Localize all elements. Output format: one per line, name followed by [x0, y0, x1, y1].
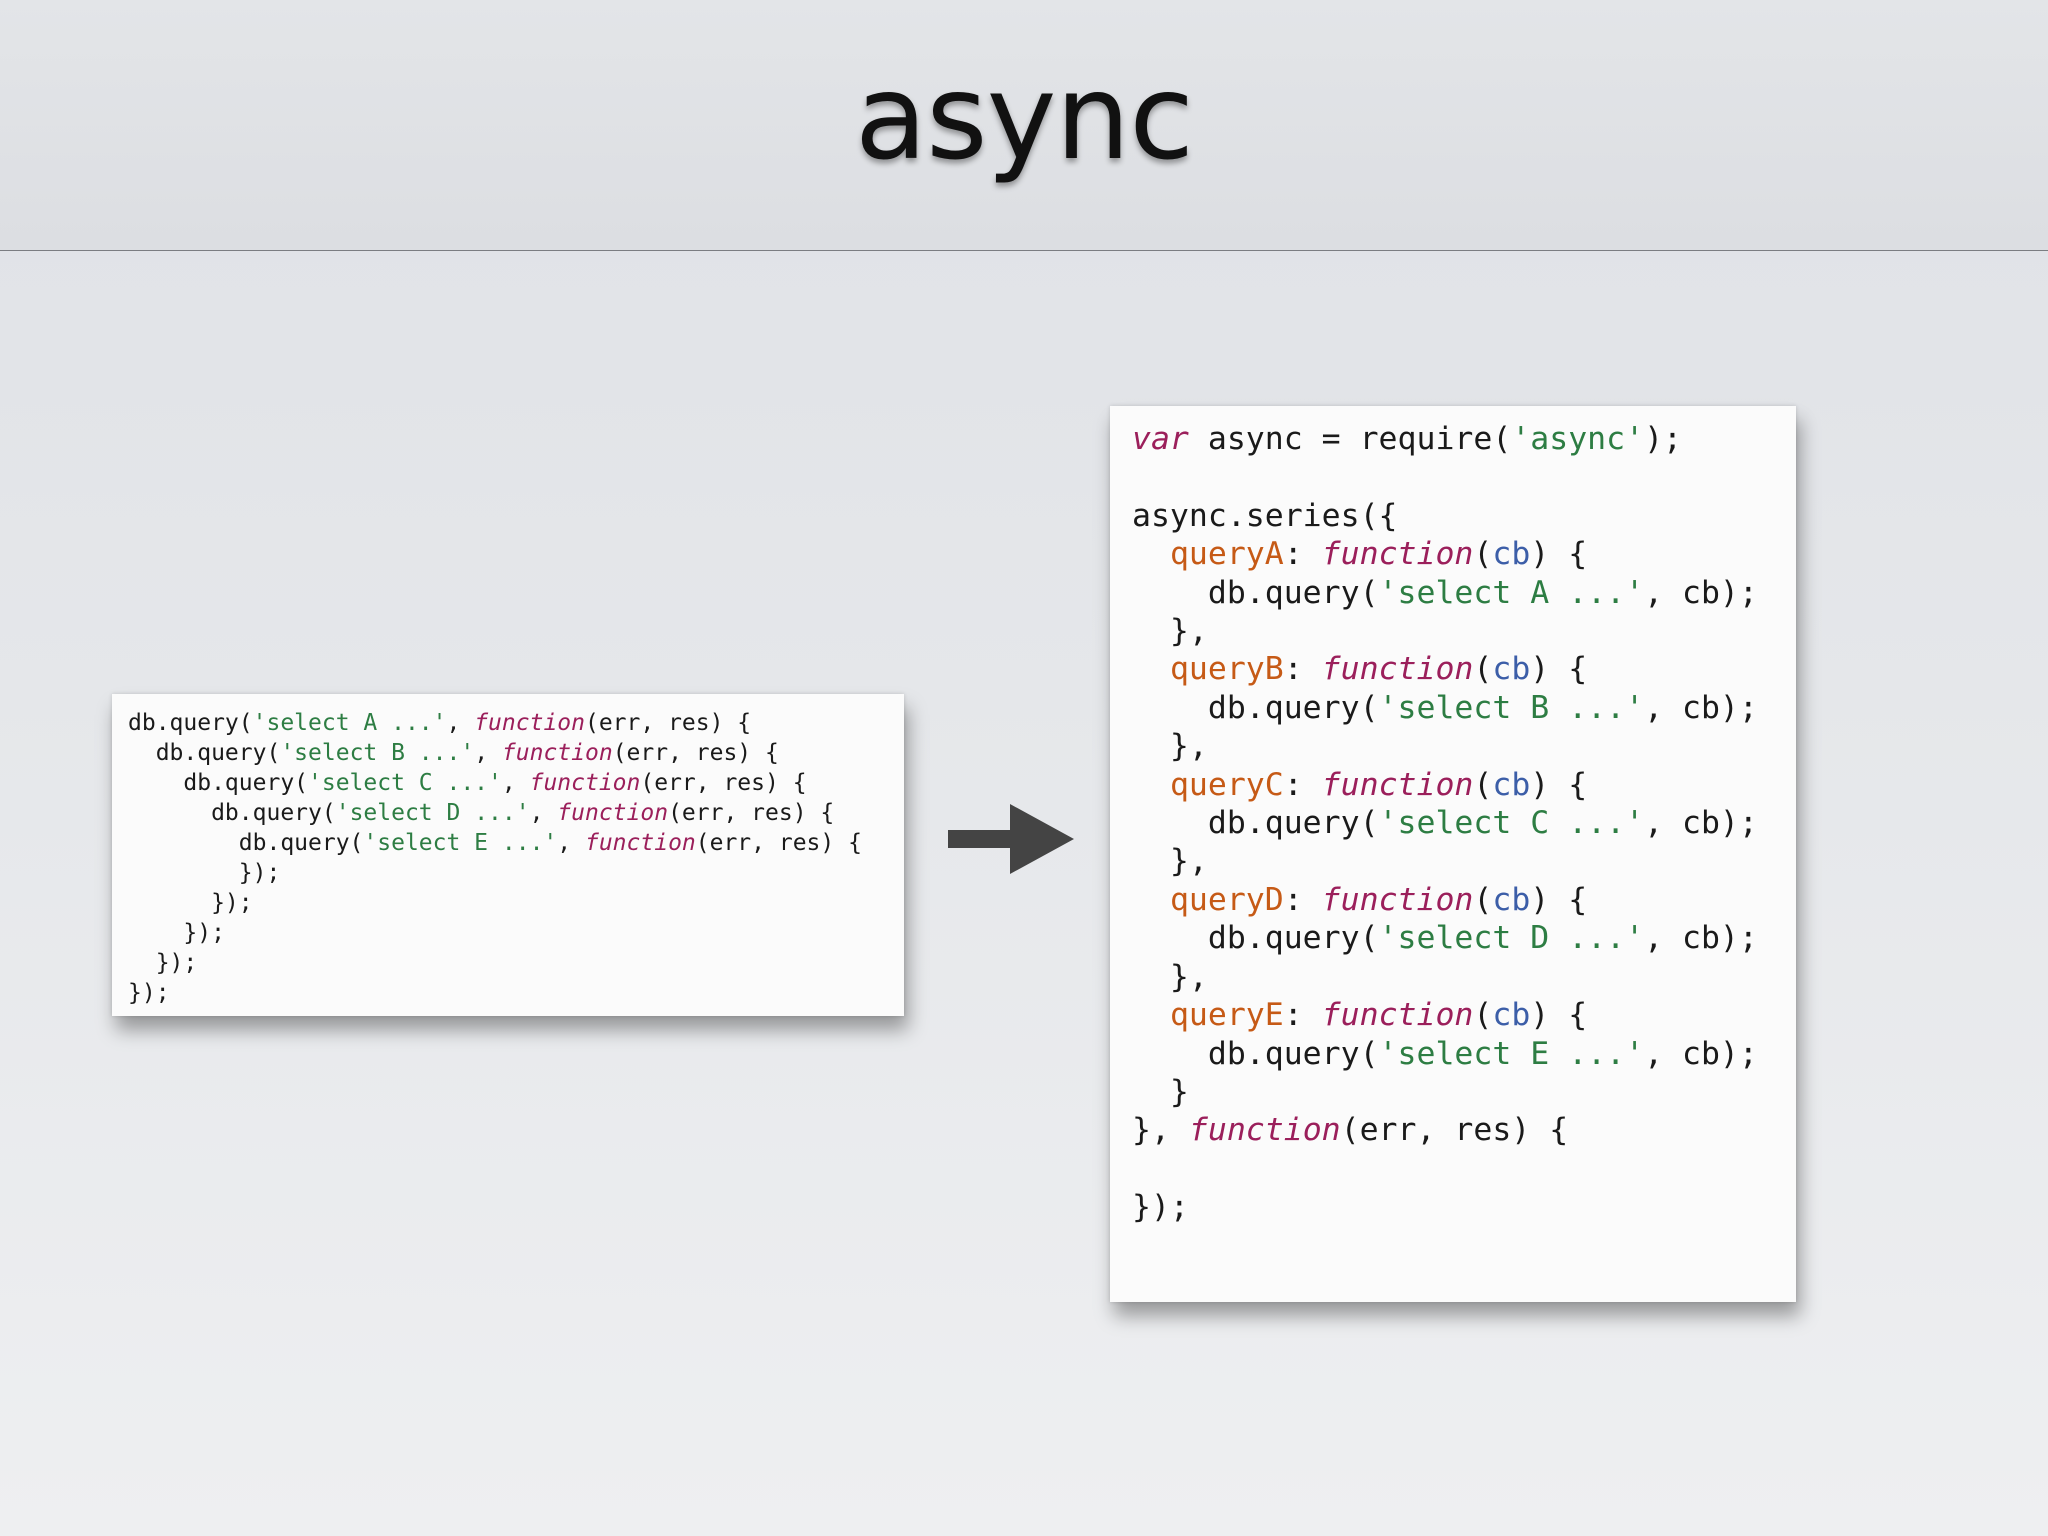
code-line: }, — [1132, 843, 1208, 880]
code-line: }); — [128, 890, 253, 916]
code-line: }); — [128, 860, 281, 886]
code-line: }, — [1132, 613, 1208, 650]
right-arrow-icon — [948, 804, 1074, 874]
code-line: }, function(err, res) { — [1132, 1112, 1569, 1149]
code-line: db.query('select B ...', cb); — [1132, 689, 1758, 726]
code-line: queryE: function(cb) { — [1169, 997, 1588, 1034]
code-line: db.query('select A ...', cb); — [1132, 574, 1758, 611]
code-line: }); — [128, 980, 170, 1006]
code-line: db.query('select E ...', cb); — [1132, 1035, 1758, 1072]
nested-callbacks-code: db.query('select A ...', function(err, r… — [128, 708, 862, 1008]
code-line: db.query('select D ...', function(err, r… — [128, 800, 835, 826]
code-line: }); — [128, 920, 225, 946]
code-line: }); — [128, 950, 198, 976]
code-line: db.query('select D ...', cb); — [1132, 920, 1758, 957]
slide-title: async — [854, 48, 1194, 186]
code-line: db.query('select E ...', function(err, r… — [128, 830, 862, 856]
code-line: var async = require('async'); — [1132, 421, 1683, 457]
async-series-code-panel: var async = require('async'); async.seri… — [1110, 406, 1796, 1302]
code-line: async.series({ — [1132, 497, 1398, 534]
code-line: queryA: function(cb) { — [1169, 536, 1588, 573]
code-line: db.query('select C ...', function(err, r… — [128, 770, 807, 796]
slide-header: async — [0, 0, 2048, 251]
code-line: }, — [1132, 958, 1208, 995]
code-line: db.query('select A ...', function(err, r… — [128, 710, 752, 736]
code-line: queryD: function(cb) { — [1169, 881, 1588, 918]
code-line: } — [1132, 1073, 1189, 1110]
code-line: db.query('select B ...', function(err, r… — [128, 740, 779, 766]
nested-callbacks-code-panel: db.query('select A ...', function(err, r… — [112, 694, 904, 1016]
code-line: queryC: function(cb) { — [1169, 766, 1588, 803]
async-series-code: var async = require('async'); async.seri… — [1132, 420, 1758, 1227]
code-line: }, — [1132, 728, 1208, 765]
code-line: queryB: function(cb) { — [1169, 651, 1588, 688]
code-line: }); — [1132, 1189, 1189, 1226]
code-line: db.query('select C ...', cb); — [1132, 805, 1758, 842]
